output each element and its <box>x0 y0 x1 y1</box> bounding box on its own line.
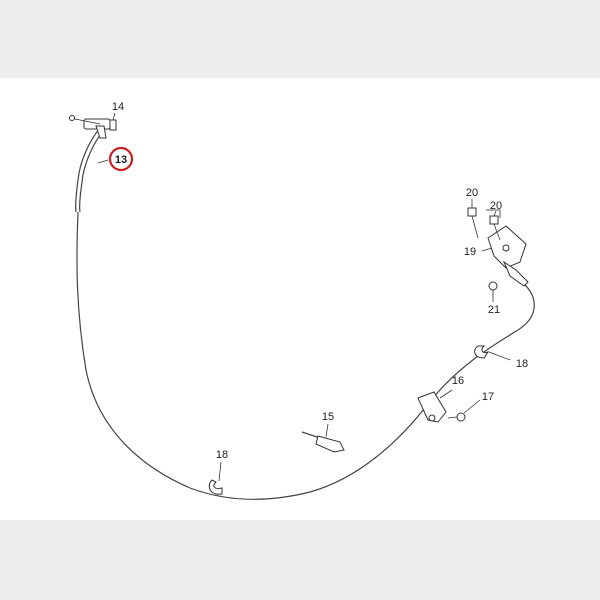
callout-13[interactable]: 13 <box>115 154 127 166</box>
part-20-right[interactable] <box>486 209 501 241</box>
leader-15 <box>325 423 329 438</box>
part-18-lower-body <box>208 479 223 495</box>
callout-14[interactable]: 14 <box>112 101 124 113</box>
part-19-link <box>502 260 529 287</box>
cable-main-run <box>76 211 535 500</box>
leader-20-right <box>493 210 497 217</box>
part-16-hole <box>428 414 436 422</box>
part-17[interactable] <box>447 399 481 422</box>
cable-upper-end <box>75 127 101 213</box>
part-17-shank <box>447 416 458 419</box>
bracket-nut <box>69 115 75 121</box>
cable-upper-end-outer <box>79 129 105 213</box>
part-18-upper-body <box>474 345 490 359</box>
callout-20-right[interactable]: 20 <box>490 200 502 212</box>
part-20-left[interactable] <box>467 199 479 239</box>
leader-18-lower <box>218 461 222 482</box>
diagram-sheet <box>0 78 600 520</box>
bolt-14[interactable] <box>109 112 117 131</box>
leader-17 <box>463 399 481 414</box>
callout-16[interactable]: 16 <box>452 375 464 387</box>
leader-13 <box>97 159 109 164</box>
part-21-body <box>488 281 498 291</box>
cable-assembly[interactable] <box>75 127 535 500</box>
part-20-left-head <box>467 207 477 217</box>
part-19-pivot <box>502 244 510 252</box>
part-20-left-shank <box>471 215 479 239</box>
bracket-clip <box>95 125 107 139</box>
part-20-right-head <box>489 215 499 225</box>
leader-18-upper <box>488 351 511 361</box>
callout-15[interactable]: 15 <box>322 411 334 423</box>
part-18-upper[interactable] <box>474 345 511 361</box>
part-17-head <box>456 412 466 422</box>
callout-21[interactable]: 21 <box>488 304 500 316</box>
callout-20-left[interactable]: 20 <box>466 187 478 199</box>
leader-16 <box>439 389 453 399</box>
part-20-right-shank <box>493 223 501 241</box>
part-18-lower[interactable] <box>208 461 223 495</box>
part-19[interactable] <box>481 225 529 287</box>
callout-13-highlight-ring <box>108 146 134 172</box>
callout-18-lower[interactable]: 18 <box>216 449 228 461</box>
leader-14 <box>112 112 116 121</box>
callout-18-upper[interactable]: 18 <box>516 358 528 370</box>
part-15-body <box>315 435 345 453</box>
bracket-rod <box>69 117 101 125</box>
bolt-14-shape <box>109 119 117 131</box>
part-21[interactable] <box>488 281 498 302</box>
part-15[interactable] <box>301 423 345 453</box>
leader-19 <box>481 247 493 252</box>
part-16-body <box>417 391 447 423</box>
callout-19[interactable]: 19 <box>464 246 476 258</box>
top-bracket <box>69 115 111 139</box>
callout-17[interactable]: 17 <box>482 391 494 403</box>
part-16[interactable] <box>417 389 453 423</box>
